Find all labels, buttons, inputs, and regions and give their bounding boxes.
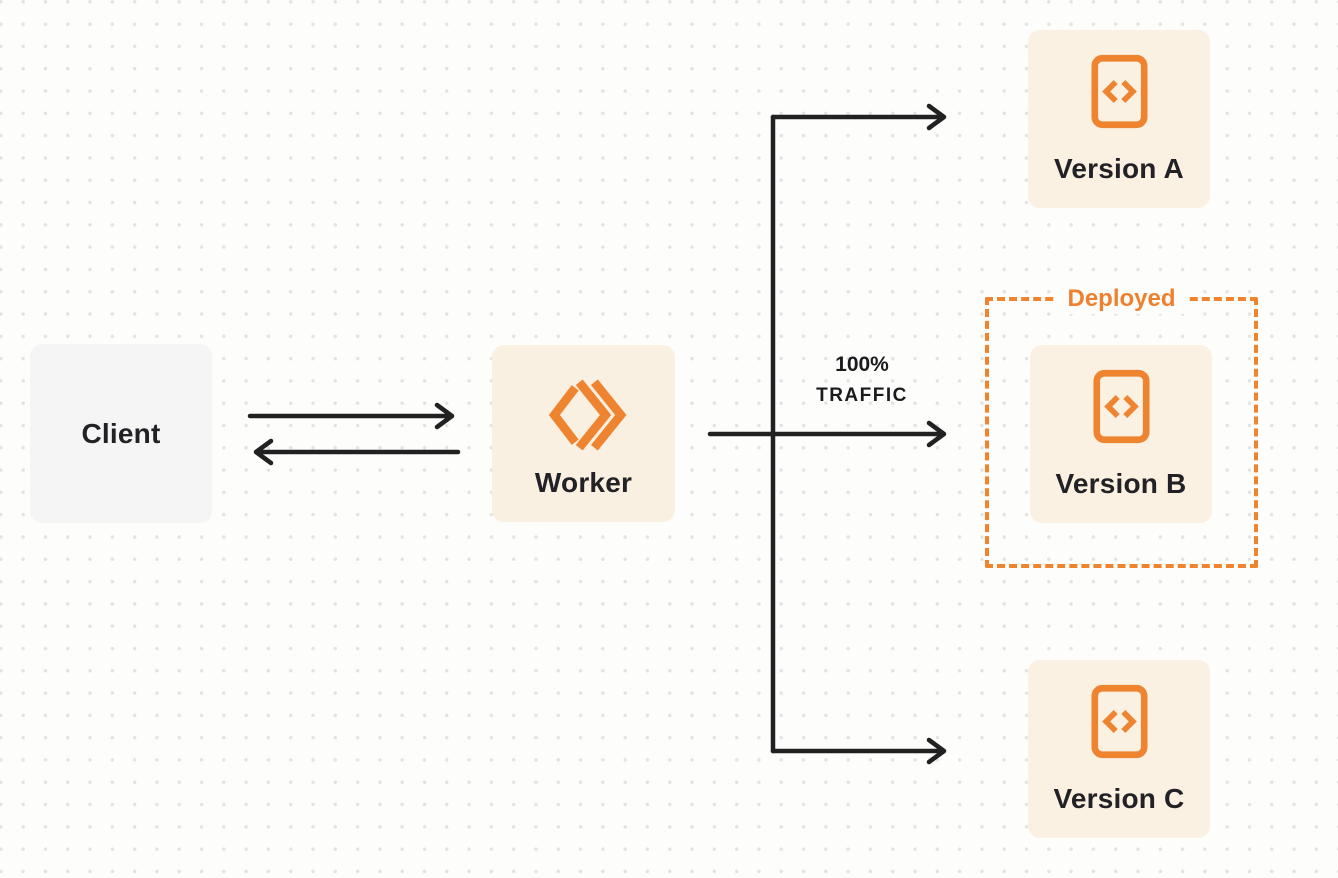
version-a-node: Version A xyxy=(1028,30,1210,208)
arrow-client-to-worker xyxy=(247,402,455,430)
code-file-icon xyxy=(1092,369,1150,444)
code-file-icon xyxy=(1090,54,1148,129)
client-node: Client xyxy=(30,344,212,523)
traffic-word-text: TRAFFIC xyxy=(816,385,908,406)
traffic-percent-text: 100% xyxy=(835,353,889,376)
traffic-annotation: 100% TRAFFIC xyxy=(772,350,952,412)
arrow-branch-to-version-c xyxy=(770,737,947,765)
version-b-label: Version B xyxy=(1055,468,1187,499)
version-c-node: Version C xyxy=(1028,660,1210,838)
version-b-node: Version B xyxy=(1030,345,1212,523)
version-c-label: Version C xyxy=(1053,783,1185,814)
version-a-label: Version A xyxy=(1054,153,1184,184)
deployed-label: Deployed xyxy=(1055,284,1188,314)
arrow-worker-to-version-b xyxy=(707,420,947,448)
code-file-icon xyxy=(1090,684,1148,759)
client-label: Client xyxy=(81,417,161,449)
deployed-boundary: Deployed xyxy=(985,284,1258,568)
worker-label: Worker xyxy=(534,467,633,498)
arrow-branch-to-version-a xyxy=(770,103,947,131)
workers-logo-icon xyxy=(540,375,628,455)
worker-node: Worker xyxy=(492,345,675,522)
arrow-worker-to-client xyxy=(253,438,461,466)
